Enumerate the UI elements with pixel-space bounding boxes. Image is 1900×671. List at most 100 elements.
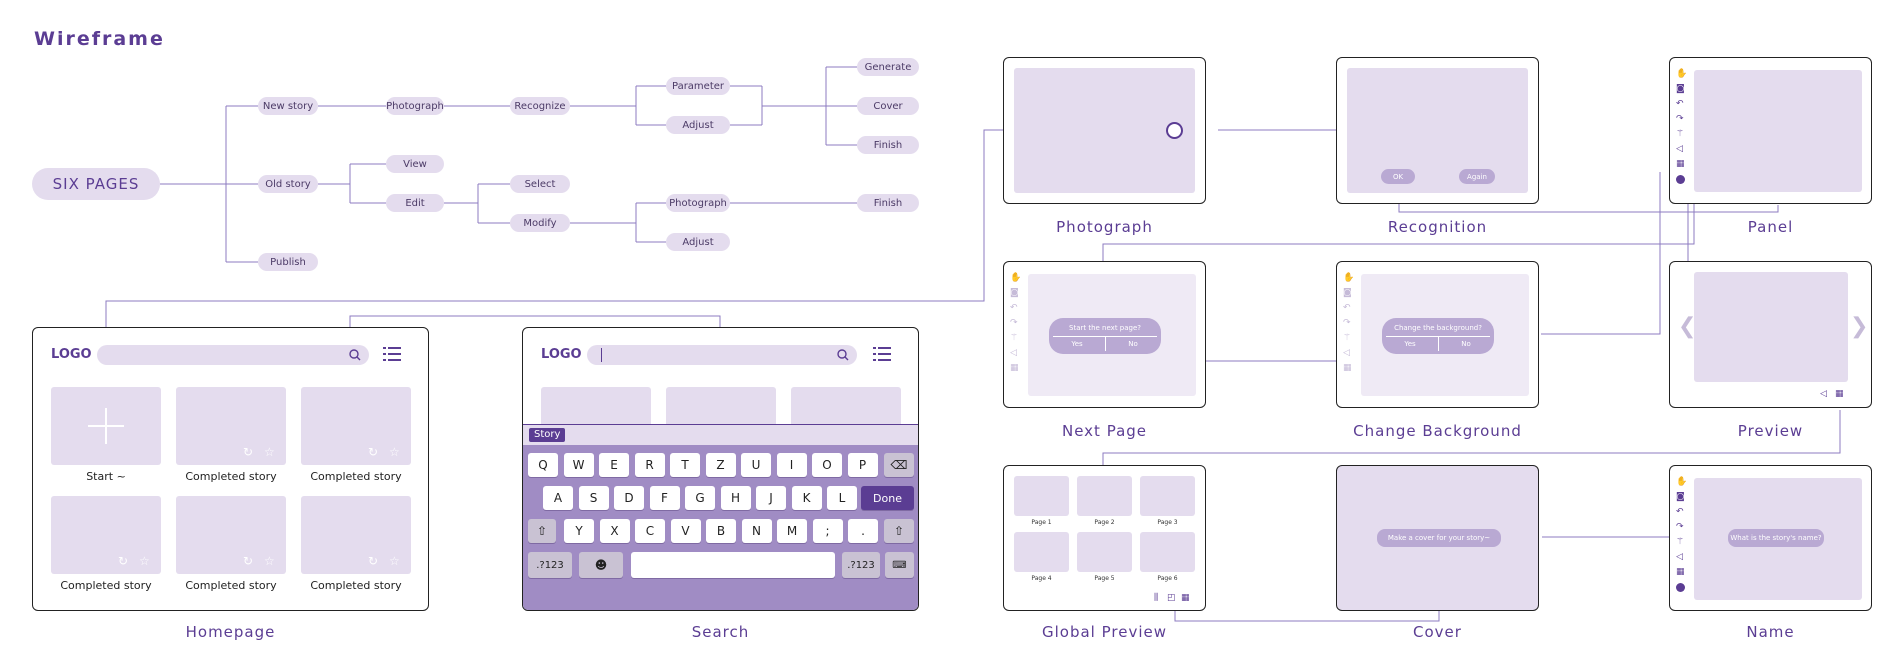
key[interactable]: Y bbox=[564, 519, 594, 543]
shift-left-key[interactable]: ⇧ bbox=[528, 519, 556, 543]
key[interactable]: Z bbox=[705, 453, 736, 477]
key[interactable]: X bbox=[599, 519, 630, 543]
sound-icon[interactable]: ◁ bbox=[1676, 552, 1683, 562]
space-key[interactable] bbox=[631, 552, 835, 578]
cover-prompt[interactable]: Make a cover for your story~ bbox=[1377, 529, 1501, 547]
key[interactable]: I bbox=[776, 453, 807, 477]
key[interactable]: N bbox=[741, 519, 772, 543]
homepage-search-input[interactable] bbox=[97, 345, 369, 365]
story-card[interactable]: ↻ ☆ bbox=[51, 496, 161, 574]
key[interactable]: C bbox=[635, 519, 665, 543]
key[interactable]: W bbox=[563, 453, 594, 477]
key[interactable]: Q bbox=[528, 453, 558, 477]
undo-icon[interactable]: ↶ bbox=[1676, 507, 1684, 517]
numbers-left-key[interactable]: .?123 bbox=[528, 552, 572, 578]
story-card[interactable]: ↻ ☆ bbox=[301, 387, 411, 465]
key[interactable]: V bbox=[670, 519, 701, 543]
key[interactable]: M bbox=[777, 519, 807, 543]
confirm-icon[interactable] bbox=[1676, 175, 1685, 184]
key[interactable]: O bbox=[812, 453, 842, 477]
star-icon[interactable]: ☆ bbox=[139, 554, 150, 568]
key[interactable]: H bbox=[720, 486, 751, 510]
ok-button[interactable]: OK bbox=[1381, 169, 1415, 184]
magic-icon[interactable]: ⚚ bbox=[1676, 129, 1685, 139]
page-thumb[interactable] bbox=[1140, 476, 1195, 516]
key[interactable]: ; bbox=[812, 519, 843, 543]
key[interactable]: U bbox=[741, 453, 771, 477]
done-key[interactable]: Done bbox=[861, 486, 914, 510]
key[interactable]: F bbox=[649, 486, 680, 510]
camera-icon[interactable]: ◙ bbox=[1676, 84, 1685, 94]
no-button[interactable]: No bbox=[1128, 340, 1138, 348]
key[interactable]: J bbox=[756, 486, 786, 510]
refresh-icon[interactable]: ↻ bbox=[118, 554, 129, 568]
page-caption: Page 3 bbox=[1157, 519, 1178, 526]
backspace-key[interactable]: ⌫ bbox=[884, 453, 914, 477]
shutter-button[interactable] bbox=[1166, 122, 1183, 139]
grid-icon[interactable]: ▦ bbox=[1676, 159, 1685, 169]
name-prompt[interactable]: What is the story's name? bbox=[1728, 529, 1824, 547]
emoji-key[interactable]: ☻ bbox=[579, 552, 623, 578]
key[interactable]: A bbox=[543, 486, 573, 510]
key[interactable]: P bbox=[847, 453, 878, 477]
suggestion-chip[interactable]: Story bbox=[529, 428, 566, 442]
search-input[interactable] bbox=[587, 345, 857, 365]
yes-button[interactable]: Yes bbox=[1404, 340, 1416, 348]
sound-icon[interactable]: ◁ bbox=[1676, 144, 1683, 154]
key[interactable]: B bbox=[706, 519, 736, 543]
redo-icon[interactable]: ↷ bbox=[1676, 522, 1684, 532]
key[interactable]: E bbox=[599, 453, 629, 477]
key[interactable]: R bbox=[634, 453, 665, 477]
cover-icon[interactable]: ◰ bbox=[1167, 593, 1176, 603]
star-icon[interactable]: ☆ bbox=[264, 554, 275, 568]
shift-right-key[interactable]: ⇧ bbox=[884, 519, 914, 543]
chevron-right-icon[interactable]: ❯ bbox=[1850, 314, 1869, 339]
hand-icon[interactable]: ✋ bbox=[1676, 69, 1688, 79]
chevron-left-icon[interactable]: ❮ bbox=[1678, 314, 1697, 339]
camera-icon[interactable]: ◙ bbox=[1676, 492, 1685, 502]
key[interactable]: G bbox=[685, 486, 715, 510]
key[interactable]: T bbox=[670, 453, 700, 477]
undo-icon[interactable]: ↶ bbox=[1676, 99, 1684, 109]
grid-icon[interactable]: ▦ bbox=[1676, 567, 1685, 577]
key[interactable]: D bbox=[614, 486, 644, 510]
refresh-icon[interactable]: ↻ bbox=[243, 554, 254, 568]
search-icon[interactable] bbox=[837, 349, 849, 361]
menu-icon[interactable] bbox=[383, 346, 401, 362]
story-card[interactable]: ↻ ☆ bbox=[301, 496, 411, 574]
key[interactable]: K bbox=[791, 486, 822, 510]
sound-icon[interactable]: ◁ bbox=[1820, 389, 1827, 399]
refresh-icon[interactable]: ↻ bbox=[368, 554, 379, 568]
refresh-icon[interactable]: ↻ bbox=[243, 445, 254, 459]
story-card[interactable]: ↻ ☆ bbox=[176, 387, 286, 465]
key[interactable]: S bbox=[578, 486, 609, 510]
start-card[interactable] bbox=[51, 387, 161, 465]
page-thumb[interactable] bbox=[1014, 532, 1069, 572]
confirm-icon[interactable] bbox=[1676, 583, 1685, 592]
hand-icon[interactable]: ✋ bbox=[1676, 477, 1688, 487]
bars-icon[interactable]: ⫼ bbox=[1154, 593, 1159, 603]
page-thumb[interactable] bbox=[1014, 476, 1069, 516]
page-thumb[interactable] bbox=[1077, 532, 1132, 572]
numbers-right-key[interactable]: .?123 bbox=[842, 552, 880, 578]
keyboard-hide-key[interactable]: ⌨ bbox=[885, 552, 914, 578]
story-card[interactable]: ↻ ☆ bbox=[176, 496, 286, 574]
grid-icon[interactable]: ▦ bbox=[1835, 389, 1844, 399]
key[interactable]: . bbox=[848, 519, 878, 543]
key[interactable]: L bbox=[827, 486, 857, 510]
page-thumb[interactable] bbox=[1140, 532, 1195, 572]
refresh-icon[interactable]: ↻ bbox=[368, 445, 379, 459]
menu-icon[interactable] bbox=[873, 346, 891, 362]
search-icon[interactable] bbox=[349, 349, 361, 361]
star-icon[interactable]: ☆ bbox=[389, 445, 400, 459]
panel-frame: ✋ ◙ ↶ ↷ ⚚ ◁ ▦ bbox=[1669, 57, 1872, 204]
again-button[interactable]: Again bbox=[1459, 169, 1495, 184]
page-thumb[interactable] bbox=[1077, 476, 1132, 516]
star-icon[interactable]: ☆ bbox=[389, 554, 400, 568]
grid-icon[interactable]: ▦ bbox=[1181, 593, 1190, 603]
star-icon[interactable]: ☆ bbox=[264, 445, 275, 459]
yes-button[interactable]: Yes bbox=[1071, 340, 1083, 348]
no-button[interactable]: No bbox=[1461, 340, 1471, 348]
magic-icon[interactable]: ⚚ bbox=[1676, 537, 1685, 547]
redo-icon[interactable]: ↷ bbox=[1676, 114, 1684, 124]
